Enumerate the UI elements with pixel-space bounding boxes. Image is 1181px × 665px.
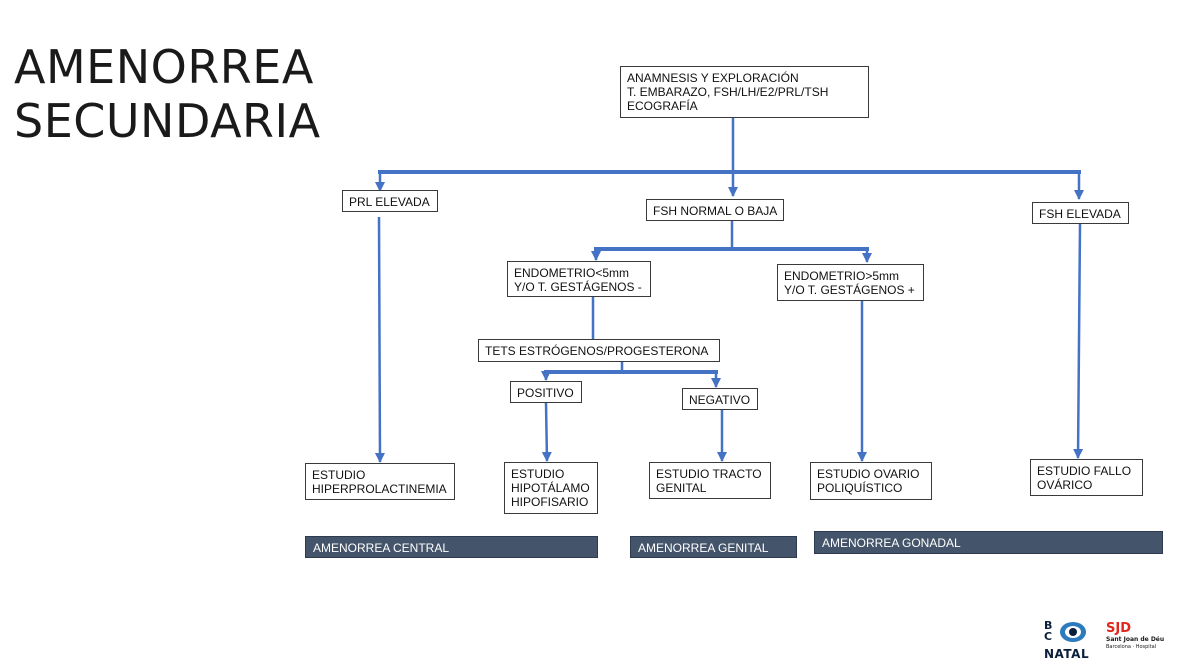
node-positivo-label: POSITIVO [517,386,574,400]
node-estudio-hipotalamo-line-1: ESTUDIO [511,467,565,481]
band-amenorrea-gonadal: AMENORREA GONADAL [814,531,1163,554]
bcnatal-logo-letters: B C [1044,620,1052,642]
sjd-logo: SJD Sant Joan de Déu Barcelona · Hospita… [1106,622,1176,658]
node-estudio-ovario: ESTUDIO OVARIO POLIQUÍSTICO [810,462,932,500]
node-endometrio-mayor-line-2: Y/O T. GESTÁGENOS + [784,283,915,297]
node-estudio-hipotalamo-line-3: HIPOFISARIO [511,495,589,509]
node-estudio-tracto-line-2: GENITAL [656,481,707,495]
node-estudio-ovario-line-2: POLIQUÍSTICO [817,481,903,495]
node-positivo: POSITIVO [510,381,582,403]
sjd-logo-mark: SJD [1106,621,1131,636]
node-estudio-hiperprolactinemia-line-2: HIPERPROLACTINEMIA [312,482,447,496]
eye-icon [1060,622,1086,642]
connector-prl-to-estudio [374,216,385,463]
node-endometrio-mayor-line-1: ENDOMETRIO>5mm [784,269,900,283]
node-estudio-hipotalamo-line-2: HIPOTÁLAMO [511,481,590,495]
node-estudio-hipotalamo: ESTUDIO HIPOTÁLAMO HIPOFISARIO [504,462,598,514]
band-amenorrea-gonadal-label: AMENORREA GONADAL [822,536,961,550]
node-anamnesis-line-1: ANAMNESIS Y EXPLORACIÓN [627,71,799,85]
node-fsh-normal-baja: FSH NORMAL O BAJA [646,199,784,221]
sjd-logo-subtitle: Barcelona · Hospital [1106,644,1157,650]
connector-fsh-elevada-to-estudio [1073,223,1084,459]
node-fsh-elevada-label: FSH ELEVADA [1039,207,1121,221]
node-estudio-tracto-line-1: ESTUDIO TRACTO [656,467,762,481]
node-prl-elevada-label: PRL ELEVADA [349,195,430,209]
node-endometrio-menor-line-2: Y/O T. GESTÁGENOS - [514,280,642,294]
node-endometrio-mayor: ENDOMETRIO>5mm Y/O T. GESTÁGENOS + [777,264,924,301]
page-title: AMENORREA SECUNDARIA [14,40,321,148]
node-anamnesis-line-3: ECOGRAFÍA [627,99,698,113]
node-estudio-fallo-line-2: OVÁRICO [1037,478,1093,492]
node-estudio-fallo: ESTUDIO FALLO OVÁRICO [1030,459,1143,496]
band-amenorrea-central: AMENORREA CENTRAL [305,536,598,558]
bcnatal-letter-c: C [1044,630,1053,643]
node-tets: TETS ESTRÓGENOS/PROGESTERONA [478,339,720,362]
band-amenorrea-genital: AMENORREA GENITAL [630,536,797,558]
node-estudio-ovario-line-1: ESTUDIO OVARIO [817,467,920,481]
node-estudio-hiperprolactinemia: ESTUDIO HIPERPROLACTINEMIA [305,463,455,500]
sjd-logo-name: Sant Joan de Déu [1106,636,1165,643]
bcnatal-logo-word: NATAL [1044,647,1090,661]
node-endometrio-menor-line-1: ENDOMETRIO<5mm [514,266,630,280]
node-anamnesis: ANAMNESIS Y EXPLORACIÓN T. EMBARAZO, FSH… [620,66,869,118]
connector-positivo-to-estudio [541,402,552,462]
band-amenorrea-genital-label: AMENORREA GENITAL [638,541,769,555]
node-negativo: NEGATIVO [682,388,758,410]
bcnatal-logo: B C NATAL [1044,620,1100,661]
node-prl-elevada: PRL ELEVADA [342,190,438,212]
node-estudio-fallo-line-1: ESTUDIO FALLO [1037,464,1132,478]
node-estudio-hiperprolactinemia-line-1: ESTUDIO [312,468,366,482]
node-estudio-tracto: ESTUDIO TRACTO GENITAL [649,462,771,499]
title-line-1: AMENORREA [14,40,314,94]
bcnatal-letter-b: B [1044,619,1053,632]
title-line-2: SECUNDARIA [14,94,321,148]
node-anamnesis-line-2: T. EMBARAZO, FSH/LH/E2/PRL/TSH [627,85,829,99]
node-fsh-elevada: FSH ELEVADA [1032,202,1129,224]
node-tets-label: TETS ESTRÓGENOS/PROGESTERONA [485,344,709,358]
band-amenorrea-central-label: AMENORREA CENTRAL [313,541,450,555]
node-fsh-normal-baja-label: FSH NORMAL O BAJA [653,204,778,218]
node-endometrio-menor: ENDOMETRIO<5mm Y/O T. GESTÁGENOS - [507,261,651,297]
node-negativo-label: NEGATIVO [689,393,751,407]
